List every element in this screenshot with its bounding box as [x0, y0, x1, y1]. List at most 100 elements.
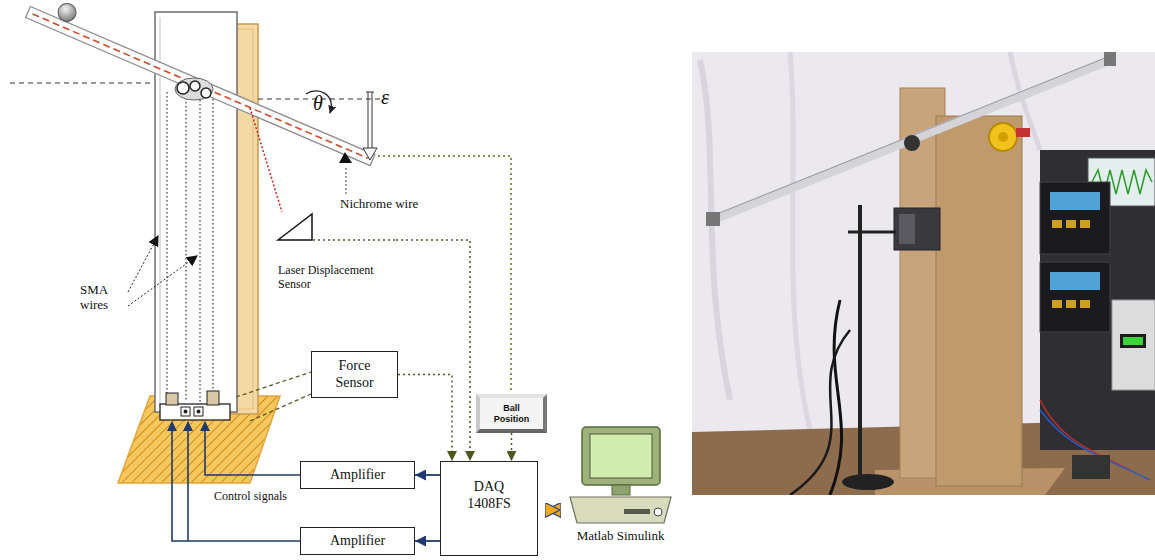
- nichrome-contact: [346, 166, 347, 194]
- beam: [26, 0, 382, 166]
- force-sensor-lines: [236, 372, 311, 397]
- sensor-signal-line: [313, 239, 396, 241]
- setup-photograph: [1066, 300, 1076, 308]
- laser-beam-line: [250, 108, 282, 212]
- sma-wire-lines: [185, 94, 186, 402]
- computer-symbol-part: [582, 427, 660, 485]
- setup-photograph: [1050, 272, 1100, 290]
- amplifier-box: Amplifier: [300, 527, 415, 555]
- ball-position-box: Ball Position: [476, 394, 547, 433]
- wire-anchor-block: [184, 410, 188, 414]
- node-text: DAQ 1408FS: [462, 479, 517, 511]
- control-signal-lines: [172, 422, 300, 541]
- setup-photograph: [1123, 337, 1143, 345]
- setup-photograph: [1080, 220, 1090, 228]
- setup-photograph: [848, 231, 896, 234]
- control-signal-lines: [205, 422, 300, 475]
- setup-photograph: [1112, 300, 1155, 390]
- setup-photograph: [936, 116, 1022, 486]
- computer-symbol: [570, 427, 671, 523]
- setup-photograph: [1040, 182, 1110, 254]
- signal-connector: [415, 540, 440, 542]
- pulleys: [175, 78, 213, 100]
- deflection-symbol: ε: [381, 86, 389, 109]
- sma-wire-lines: [212, 99, 213, 402]
- setup-photograph: [1040, 150, 1155, 450]
- setup-photograph: [899, 214, 915, 244]
- wire-anchor-block: [181, 407, 190, 416]
- pulleys: [177, 82, 189, 94]
- setup-photograph: [989, 123, 1017, 151]
- setup-photograph: [842, 474, 894, 490]
- setup-photograph: [1016, 128, 1030, 137]
- sma-leader-lines: [128, 236, 197, 306]
- setup-photograph: [706, 212, 720, 226]
- setup-photograph: [858, 205, 862, 480]
- wire-anchor-block: [197, 410, 201, 414]
- pulleys: [190, 81, 200, 91]
- angle-symbol: θ: [313, 92, 323, 115]
- beam: [55, 1, 79, 25]
- setup-photograph: [692, 52, 1155, 495]
- laser-sensor-triangle: [278, 214, 312, 240]
- setup-photograph: [1040, 262, 1110, 332]
- computer-icon: Matlab Simulink: [568, 425, 673, 553]
- setup-photograph: [1052, 220, 1062, 228]
- setup-photograph: [1040, 410, 1150, 480]
- pulleys: [175, 78, 213, 100]
- part-label: Nichrome wire: [340, 197, 418, 212]
- signal-connector: [396, 240, 470, 461]
- force-sensor-lines: [250, 394, 311, 421]
- amplifier-box: Amplifier: [300, 461, 415, 489]
- setup-photograph: [712, 60, 1110, 220]
- daq-box: DAQ 1408FS: [440, 461, 538, 556]
- node-text: Amplifier: [330, 533, 385, 549]
- wire-anchor-block: [207, 391, 219, 405]
- setup-photograph: [1066, 220, 1076, 228]
- deflection-arrow: [372, 92, 373, 148]
- signal-connector: [398, 375, 452, 462]
- computer-symbol-part: [612, 485, 630, 495]
- deflection-arrow: [363, 92, 377, 160]
- setup-photograph: [904, 135, 920, 151]
- control-signal-lines: [172, 422, 300, 541]
- sma-wire-lines: [167, 92, 213, 402]
- signal-label: Control signals: [214, 490, 287, 504]
- force-sensor-lines: [236, 372, 311, 421]
- sma-wire-lines: [166, 92, 167, 402]
- setup-photograph: [700, 60, 730, 400]
- sma-leader-lines: [128, 256, 197, 306]
- setup-photograph: [830, 300, 842, 495]
- signal-connector: [546, 507, 560, 513]
- wire-anchor-block: [160, 391, 230, 420]
- node-text: Laser Displacement Sensor: [278, 264, 390, 292]
- deflection-arrow: [366, 92, 374, 93]
- node-text: Ball Position: [488, 403, 536, 424]
- signal-connector: [511, 433, 513, 461]
- control-signal-lines: [187, 422, 189, 541]
- signal-connector: [415, 474, 440, 476]
- pulleys: [201, 88, 211, 98]
- reference-lines: [10, 83, 154, 84]
- setup-photograph: [1080, 300, 1090, 308]
- setup-photograph: [1052, 300, 1062, 308]
- computer-symbol-part: [590, 434, 652, 478]
- deflection-arrow: [363, 148, 377, 160]
- beam: [26, 6, 375, 165]
- computer-symbol-part: [570, 497, 671, 523]
- sma-leader-lines: [128, 236, 158, 292]
- setup-photograph: [692, 52, 1155, 495]
- node-text: Matlab Simulink: [577, 529, 665, 544]
- computer-symbol-part: [624, 509, 650, 514]
- wire-anchor-block: [160, 404, 230, 420]
- nichrome-contact: [339, 152, 352, 163]
- laser-sensor: Laser Displacement Sensor: [276, 212, 396, 300]
- sma-wire-lines: [199, 96, 200, 402]
- node-text: Force Sensor: [324, 358, 386, 390]
- setup-photograph: [998, 132, 1008, 142]
- sensor-box: Force Sensor: [311, 351, 398, 398]
- wire-anchor-block: [166, 393, 178, 405]
- setup-photograph: [1104, 52, 1116, 66]
